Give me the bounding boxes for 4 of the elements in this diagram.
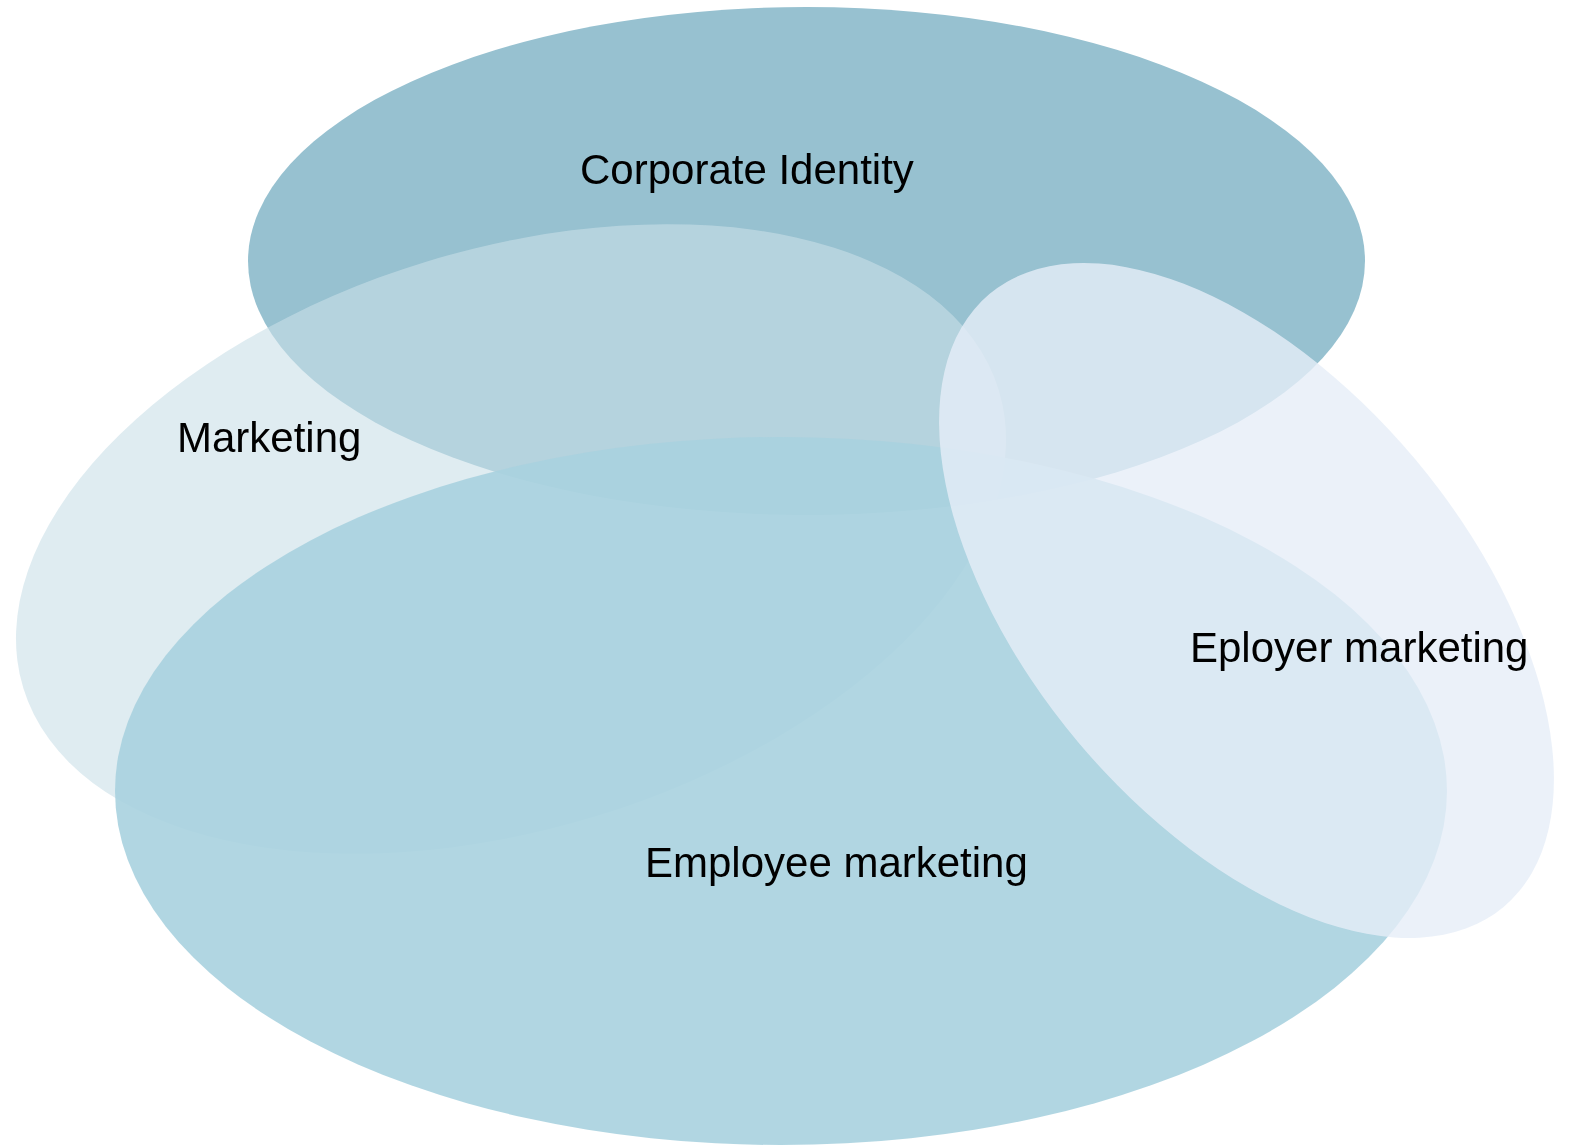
set-label: Corporate Identity (580, 147, 914, 194)
set-label: Marketing (177, 415, 362, 462)
set-label: Employee marketing (645, 840, 1028, 887)
set-label: Eployer marketing (1190, 625, 1529, 672)
